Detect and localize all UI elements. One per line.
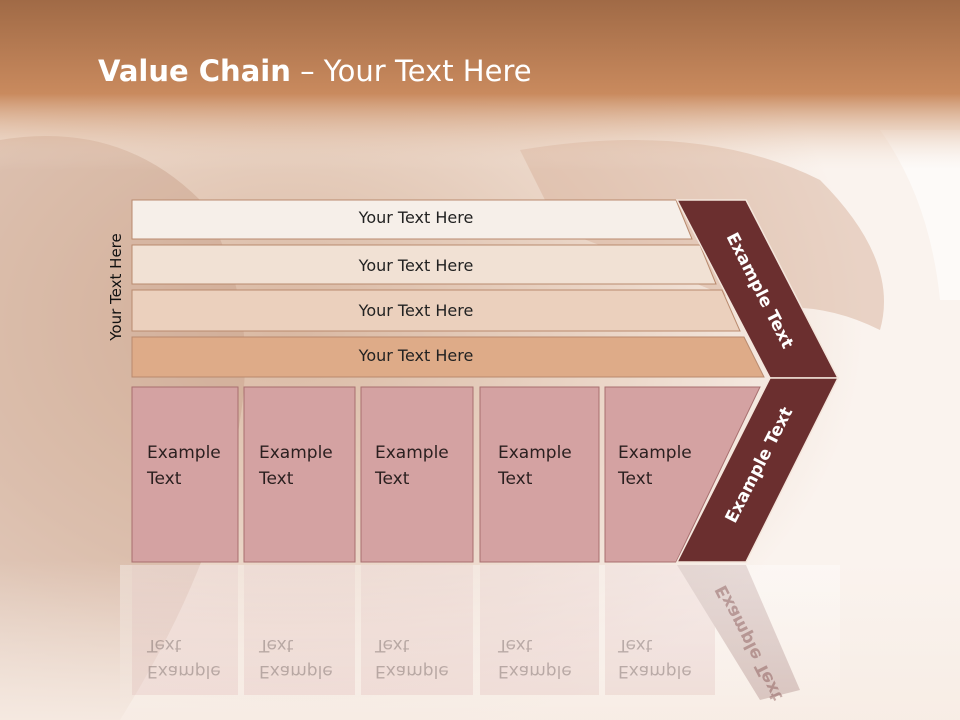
slide-title: Value Chain – Your Text Here (98, 54, 532, 88)
row-label-1: Your Text Here (358, 208, 474, 227)
row-bar-4 (131, 336, 765, 378)
activity-box-1 (131, 386, 239, 563)
row-bar-2 (131, 244, 717, 285)
row-bar-1 (131, 199, 693, 240)
title-rest: – Your Text Here (290, 54, 532, 88)
activity-box-2 (243, 386, 356, 563)
activity-box-3 (360, 386, 474, 563)
row-bar-3 (131, 289, 741, 332)
row-label-3: Your Text Here (358, 301, 474, 320)
chevron-lower (675, 377, 840, 563)
activity-box-4 (479, 386, 600, 563)
row-label-4: Your Text Here (358, 346, 474, 365)
side-label: Your Text Here (107, 233, 125, 341)
activity-box-5 (604, 386, 761, 563)
row-label-2: Your Text Here (358, 256, 474, 275)
title-bold: Value Chain (98, 54, 291, 88)
